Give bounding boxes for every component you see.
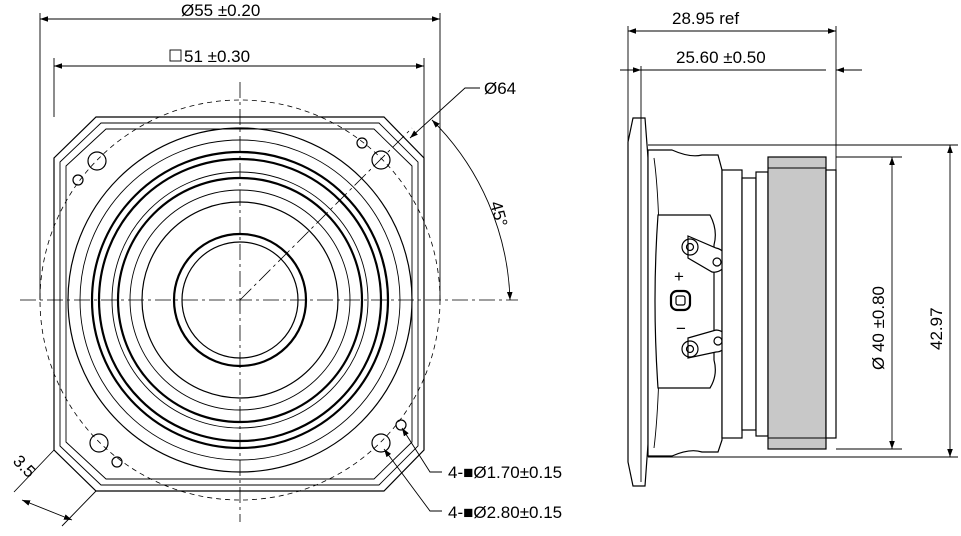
- frame-outer: [53, 116, 425, 492]
- magnet-diameter-label: Ø 40 ±0.80: [869, 286, 888, 370]
- small-hole-label: 4-■Ø1.70±0.15: [448, 463, 562, 482]
- plus-symbol: +: [674, 267, 684, 286]
- rear-ring-2: [755, 171, 769, 437]
- outer-diameter-label: Ø55 ±0.20: [181, 1, 260, 20]
- overall-depth-label: 28.95 ref: [672, 9, 739, 28]
- hole-large-bl: [89, 433, 109, 453]
- hole-large-tl: [87, 151, 107, 171]
- corner-offset-label: 3.5: [9, 451, 39, 481]
- flange-diameter-label: Ø64: [484, 79, 516, 98]
- leader-small-hole: [401, 427, 442, 473]
- angle-arc: [431, 119, 513, 301]
- dim-line-3-5: [21, 499, 73, 521]
- square-size-label: 51 ±0.30: [184, 47, 250, 66]
- logo-symbol-inner: [675, 295, 686, 306]
- body-depth-label: 25.60 ±0.50: [676, 48, 766, 67]
- ext-corner-2: [61, 490, 97, 527]
- frame-inner: [59, 122, 419, 486]
- ext-corner-1: [13, 449, 55, 493]
- leader-large-hole: [383, 448, 442, 512]
- hole-large-br: [371, 433, 391, 453]
- magnet-body: [767, 156, 827, 450]
- large-hole-label: 4-■Ø2.80±0.15: [448, 503, 562, 522]
- square-symbol: [169, 49, 182, 62]
- leader-64: [409, 87, 480, 139]
- front-view: [13, 13, 518, 527]
- rear-plate: [721, 169, 743, 439]
- logo-symbol: [669, 289, 692, 312]
- hole-large-tr: [371, 150, 391, 170]
- hole-small-br: [395, 419, 407, 431]
- magnet-edge: [825, 169, 837, 439]
- hole-small-tr: [356, 137, 368, 149]
- hole-small-tl: [72, 174, 84, 186]
- rear-ring-1: [741, 177, 757, 431]
- diagonal-centerline: [239, 127, 413, 301]
- frame-inner-2: [65, 128, 413, 480]
- minus-symbol: −: [676, 319, 686, 338]
- hole-small-bl: [111, 456, 123, 468]
- overall-height-label: 42.97: [927, 307, 946, 350]
- angle-label: 45°: [486, 199, 511, 229]
- side-flange: [627, 117, 649, 487]
- side-view: + −: [620, 26, 958, 487]
